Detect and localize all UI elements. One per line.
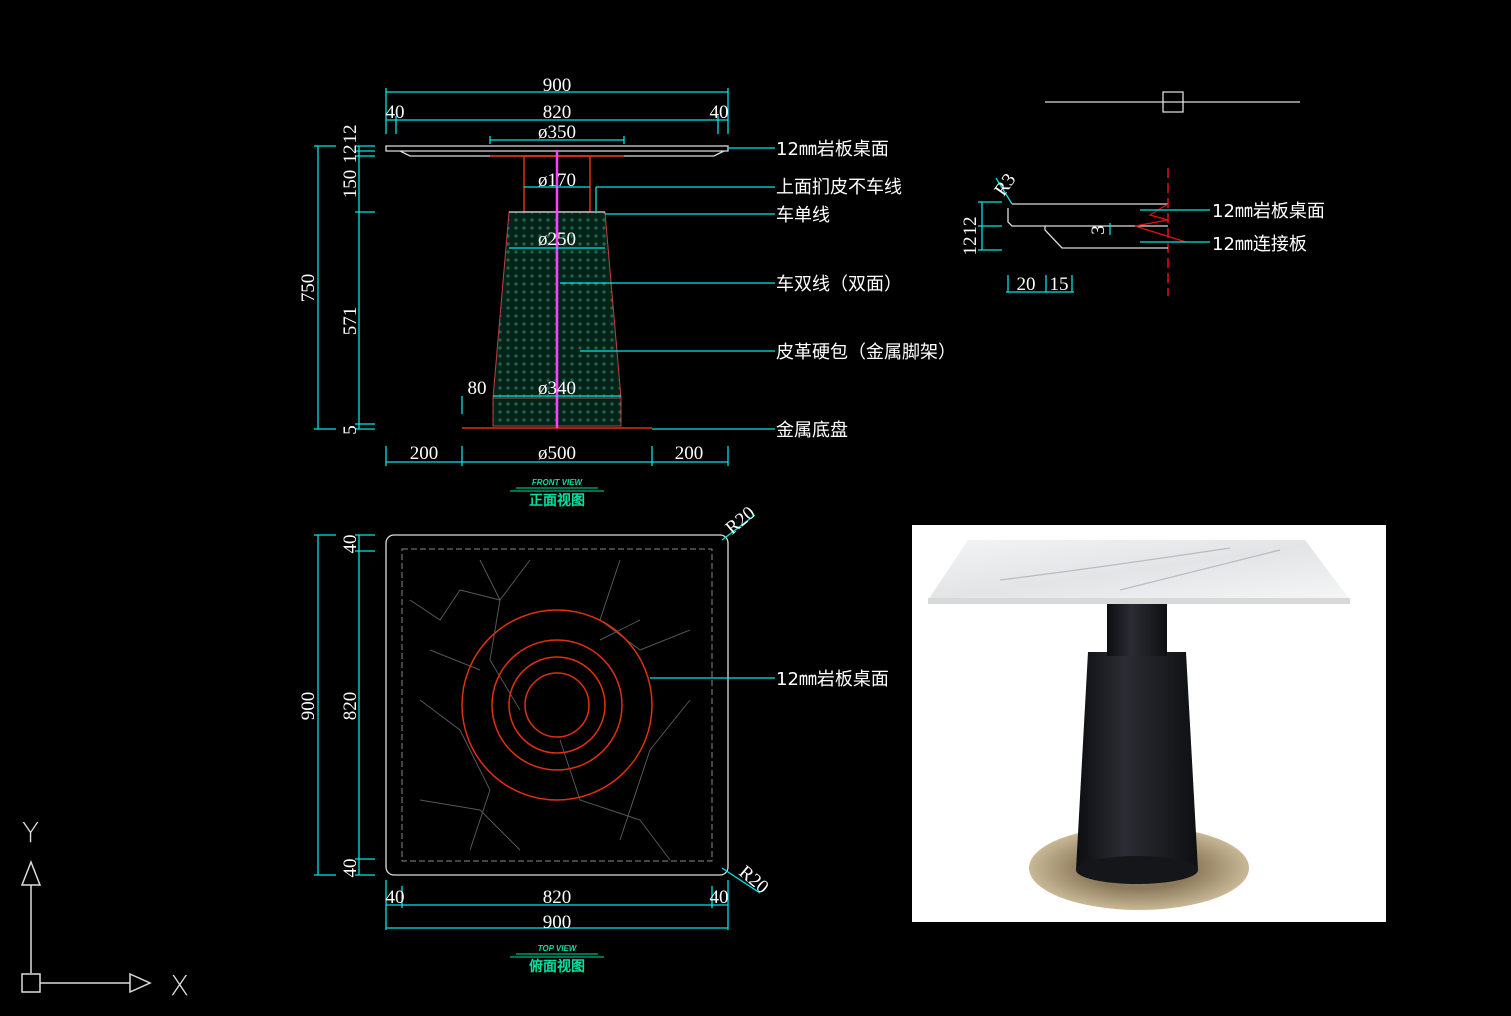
front-view-title-en: FRONT VIEW [532, 478, 584, 487]
dim-detail-w1: 20 [1017, 274, 1036, 295]
dim-base-offset: 80 [468, 378, 487, 399]
ucs-x-label: X [170, 969, 189, 1002]
ucs-icon: Y X [20, 816, 189, 1002]
callout-top-stone: 12㎜岩板桌面 [776, 669, 889, 690]
callout-leather-no-stitch: 上面扪皮不车线 [776, 177, 902, 198]
dim-edge-radius: R3 [991, 170, 1021, 200]
callout-detail-connector: 12㎜连接板 [1212, 234, 1307, 255]
callout-double-stitch: 车双线（双面） [776, 274, 902, 295]
dim-detail-gap: 3 [1088, 225, 1109, 235]
callout-stone-top: 12㎜岩板桌面 [776, 139, 889, 160]
dim-top-side-overall: 900 [298, 692, 319, 721]
edge-detail: R3 12 12 3 20 15 12㎜岩板桌面 12㎜连接板 [960, 91, 1325, 296]
dim-base-h: 5 [340, 425, 361, 435]
callout-leather-hardpack: 皮革硬包（金属脚架） [776, 342, 956, 363]
product-photo [912, 525, 1386, 922]
dim-mid-dia: ø250 [538, 229, 576, 250]
dim-corner-radius-top: R20 [722, 503, 760, 539]
dim-base-left: 200 [410, 443, 439, 464]
dim-top-bottom-inner: 820 [543, 887, 572, 908]
dim-top-h2: 12 [340, 145, 361, 164]
dim-top-side-top: 40 [340, 535, 361, 554]
dim-overall-height: 750 [298, 274, 319, 303]
dim-top-bottom-left: 40 [386, 887, 405, 908]
dim-detail-h2: 12 [960, 237, 981, 256]
dim-base-dia: ø500 [538, 443, 576, 464]
dim-left-margin: 40 [386, 102, 405, 123]
callout-metal-base: 金属底盘 [776, 420, 848, 441]
dim-body-h: 571 [340, 307, 361, 336]
dim-neck-h: 150 [340, 170, 361, 199]
dim-right-margin: 40 [710, 102, 729, 123]
top-view-title-en: TOP VIEW [538, 944, 578, 953]
dim-detail-w2: 15 [1050, 274, 1069, 295]
callout-detail-stone-top: 12㎜岩板桌面 [1212, 201, 1325, 222]
dim-top-bottom-right: 40 [710, 887, 729, 908]
dim-corner-radius-bottom: R20 [735, 862, 773, 898]
dim-top-h1: 12 [340, 125, 361, 144]
front-view-title-cn: 正面视图 [529, 492, 585, 509]
top-view: 40 820 900 40 40 820 40 900 R20 R20 12㎜岩… [298, 503, 889, 975]
dim-detail-h1: 12 [960, 217, 981, 236]
dim-base-right: 200 [675, 443, 704, 464]
dim-base-upper-dia: ø340 [538, 378, 576, 399]
dim-neck-dia: ø170 [538, 170, 576, 191]
dim-inner-width: 820 [543, 102, 572, 123]
dim-top-dia: ø350 [538, 122, 576, 143]
dim-top-side-inner: 820 [340, 692, 361, 721]
dim-top-side-bottom: 40 [340, 859, 361, 878]
ucs-y-label: Y [22, 816, 39, 849]
dim-overall-width: 900 [543, 75, 572, 96]
dim-top-bottom-overall: 900 [543, 912, 572, 933]
front-view: 900 40 820 40 ø350 ø170 ø250 ø340 80 200… [298, 75, 956, 509]
top-view-title-cn: 俯面视图 [529, 958, 585, 975]
callout-single-stitch: 车单线 [776, 205, 830, 226]
